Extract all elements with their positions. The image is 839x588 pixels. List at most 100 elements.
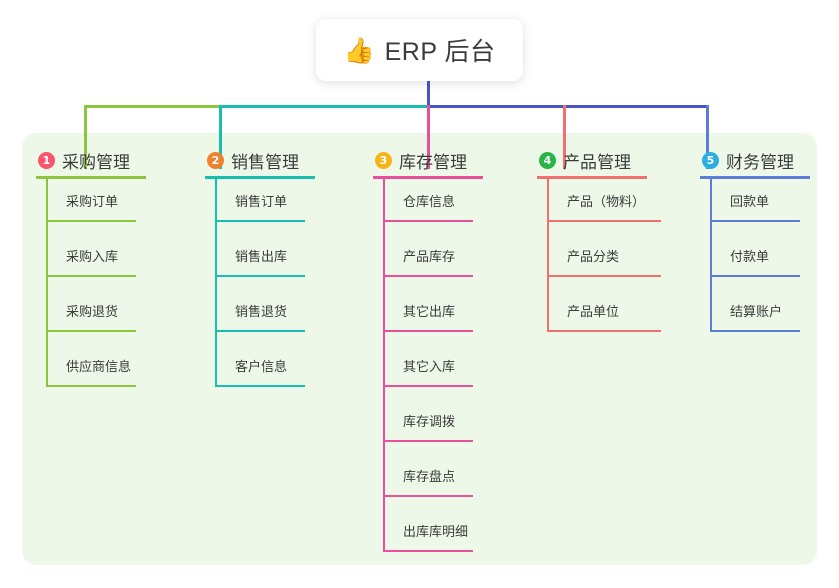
- drop-sales: [219, 105, 222, 169]
- leaf-underline: [383, 275, 473, 277]
- branch-badge-sales: 2: [207, 151, 224, 169]
- leaf-underline: [46, 275, 136, 277]
- branch-underline-product: [537, 176, 647, 179]
- branch-items-finance: 回款单付款单结算账户: [700, 179, 810, 344]
- leaf-label: 采购入库: [66, 249, 119, 264]
- leaf-label: 产品分类: [567, 249, 620, 264]
- drop-finance: [706, 105, 709, 169]
- branch-items-product: 产品（物料） 产品分类产品单位: [537, 179, 661, 344]
- segment-green: [84, 105, 219, 108]
- leaf-underline: [46, 385, 136, 387]
- branch-underline-purchase: [36, 176, 146, 179]
- segment-teal: [219, 105, 427, 108]
- leaf-label: 回款单: [730, 194, 770, 209]
- leaf-node[interactable]: 采购退货: [36, 289, 146, 344]
- leaf-underline: [383, 330, 473, 332]
- leaf-label: 客户信息: [235, 359, 288, 374]
- leaf-node[interactable]: 库存调拨: [373, 399, 483, 454]
- leaf-node[interactable]: 客户信息: [205, 344, 315, 399]
- leaf-underline: [215, 275, 305, 277]
- leaf-node[interactable]: 仓库信息: [373, 179, 483, 234]
- leaf-underline: [710, 330, 800, 332]
- leaf-node[interactable]: 销售订单: [205, 179, 315, 234]
- leaf-node[interactable]: 销售出库: [205, 234, 315, 289]
- leaf-node[interactable]: 销售退货: [205, 289, 315, 344]
- leaf-label: 销售退货: [235, 304, 288, 319]
- drop-purchase: [84, 105, 87, 169]
- leaf-label: 销售订单: [235, 194, 288, 209]
- leaf-underline: [383, 440, 473, 442]
- leaf-label: 产品单位: [567, 304, 620, 319]
- branch-header-inventory[interactable]: 3 库存管理: [373, 148, 483, 172]
- leaf-label: 出库库明细: [403, 524, 469, 539]
- leaf-underline: [383, 220, 473, 222]
- branch-title-finance: 财务管理: [726, 152, 794, 172]
- leaf-node[interactable]: 产品分类: [537, 234, 661, 289]
- branch-items-purchase: 采购订单采购入库采购退货供应商信息: [36, 179, 146, 399]
- root-title: ERP 后台: [384, 38, 496, 66]
- leaf-underline: [46, 220, 136, 222]
- thumbs-up-icon: 👍: [343, 35, 375, 65]
- leaf-node[interactable]: 出库库明细: [373, 509, 483, 564]
- branch-underline-sales: [205, 176, 315, 179]
- leaf-label: 产品库存: [403, 249, 456, 264]
- leaf-underline: [215, 220, 305, 222]
- leaf-label: 仓库信息: [403, 194, 456, 209]
- branch-underline-finance: [700, 176, 810, 179]
- leaf-label: 采购订单: [66, 194, 119, 209]
- leaf-node[interactable]: 付款单: [700, 234, 810, 289]
- branch-title-product: 产品管理: [563, 152, 631, 172]
- leaf-node[interactable]: 产品库存: [373, 234, 483, 289]
- branch-title-inventory: 库存管理: [399, 152, 467, 172]
- leaf-label: 销售出库: [235, 249, 288, 264]
- drop-product: [563, 105, 566, 169]
- leaf-underline: [215, 385, 305, 387]
- leaf-underline: [383, 495, 473, 497]
- leaf-label: 产品（物料）: [567, 194, 646, 209]
- branch-header-sales[interactable]: 2 销售管理: [205, 148, 315, 172]
- leaf-underline: [547, 330, 661, 332]
- leaf-label: 其它入库: [403, 359, 456, 374]
- leaf-underline: [383, 550, 473, 552]
- branch-sales: 2 销售管理销售订单销售出库销售退货客户信息: [205, 148, 315, 399]
- leaf-label: 其它出库: [403, 304, 456, 319]
- leaf-node[interactable]: 供应商信息: [36, 344, 146, 399]
- branch-trunk-sales: [215, 179, 217, 387]
- leaf-node[interactable]: 产品（物料）: [537, 179, 661, 234]
- branch-title-purchase: 采购管理: [62, 152, 130, 172]
- leaf-node[interactable]: 产品单位: [537, 289, 661, 344]
- drop-inventory: [427, 105, 430, 169]
- leaf-label: 库存调拨: [403, 414, 456, 429]
- segment-blue: [427, 105, 706, 108]
- leaf-node[interactable]: 采购入库: [36, 234, 146, 289]
- branch-items-inventory: 仓库信息产品库存其它出库其它入库库存调拨库存盘点出库库明细: [373, 179, 483, 564]
- branch-trunk-inventory: [383, 179, 385, 552]
- leaf-node[interactable]: 采购订单: [36, 179, 146, 234]
- leaf-node[interactable]: 结算账户: [700, 289, 810, 344]
- leaf-underline: [710, 275, 800, 277]
- branch-items-sales: 销售订单销售出库销售退货客户信息: [205, 179, 315, 399]
- leaf-label: 供应商信息: [66, 359, 132, 374]
- leaf-node[interactable]: 其它入库: [373, 344, 483, 399]
- leaf-label: 付款单: [730, 249, 770, 264]
- branch-trunk-finance: [710, 179, 712, 332]
- branch-badge-inventory: 3: [375, 151, 392, 169]
- leaf-node[interactable]: 库存盘点: [373, 454, 483, 509]
- branch-inventory: 3 库存管理仓库信息产品库存其它出库其它入库库存调拨库存盘点出库库明细: [373, 148, 483, 564]
- leaf-node[interactable]: 其它出库: [373, 289, 483, 344]
- branch-trunk-product: [547, 179, 549, 332]
- root-node[interactable]: 👍 ERP 后台: [316, 19, 523, 81]
- leaf-label: 采购退货: [66, 304, 119, 319]
- leaf-underline: [46, 330, 136, 332]
- leaf-underline: [215, 330, 305, 332]
- branch-trunk-purchase: [46, 179, 48, 387]
- branch-title-sales: 销售管理: [231, 152, 299, 172]
- leaf-node[interactable]: 回款单: [700, 179, 810, 234]
- leaf-underline: [547, 220, 661, 222]
